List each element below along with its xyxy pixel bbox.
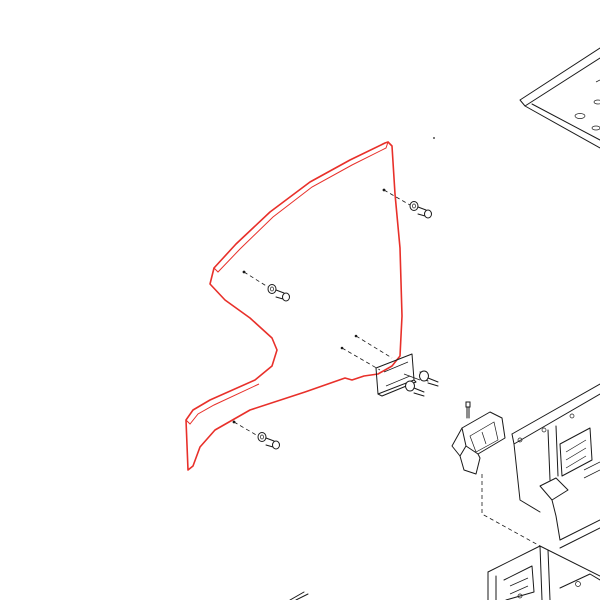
bottom-fragment — [289, 591, 309, 600]
guide-line — [481, 474, 541, 547]
side-cover-panel — [185, 141, 403, 471]
mounting-bracket — [340, 334, 417, 397]
screw-washer-3 — [232, 420, 280, 450]
bolt — [465, 401, 471, 419]
chassis-frame — [511, 383, 600, 549]
top-tray — [519, 47, 600, 149]
knob-screws — [403, 370, 439, 397]
detail-dot — [433, 137, 435, 139]
latch-clamp — [451, 411, 506, 475]
screw-washer-2 — [242, 270, 290, 302]
screw-washer-1 — [382, 188, 432, 219]
lower-frame — [487, 545, 600, 600]
